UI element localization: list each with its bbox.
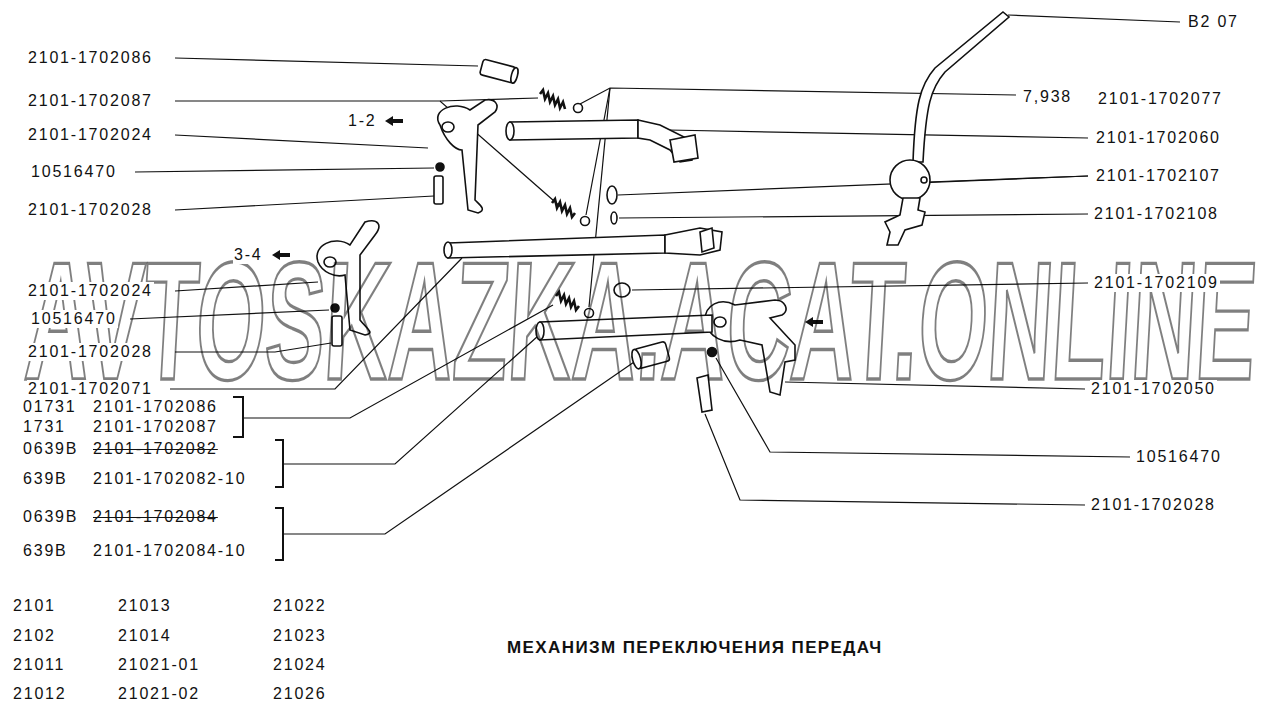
model-code: 21024 bbox=[272, 656, 328, 674]
model-code: 2102 bbox=[12, 627, 57, 645]
leader-line bbox=[618, 176, 1088, 195]
catalog-code: 1731 bbox=[22, 418, 67, 436]
spring bbox=[540, 90, 565, 109]
shift-fork bbox=[438, 100, 497, 213]
gear-lever bbox=[913, 12, 1009, 162]
part-number: 2101-1702082 bbox=[92, 440, 219, 458]
direction-arrow bbox=[385, 116, 403, 126]
leader-line bbox=[175, 135, 428, 148]
leader-line bbox=[668, 130, 1088, 138]
catalog-code: 01731 bbox=[22, 398, 78, 416]
part-number: 2101-1702028 bbox=[27, 201, 154, 219]
ball bbox=[581, 217, 590, 226]
part-number: 2101-1702087 bbox=[92, 418, 219, 436]
part-number: 2101-1702060 bbox=[1095, 129, 1222, 147]
catalog-code: 0639B bbox=[22, 440, 79, 458]
pin bbox=[480, 59, 520, 84]
spring bbox=[552, 199, 575, 217]
part-number: 2101-1702082-10 bbox=[92, 470, 247, 488]
gear-label: 3-4 bbox=[233, 246, 264, 264]
part-number: 2101-1702084-10 bbox=[92, 542, 247, 560]
shift-rod bbox=[510, 120, 638, 140]
model-code: 21022 bbox=[272, 597, 328, 615]
pin-end bbox=[509, 67, 519, 84]
part-number: 2101-1702028 bbox=[1090, 496, 1217, 514]
part-number: 2101-1702086 bbox=[92, 398, 219, 416]
rod-head bbox=[670, 135, 698, 162]
catalog-code: 0639B bbox=[22, 508, 79, 526]
model-code: 21014 bbox=[117, 627, 173, 645]
part-number: 2101-1702109 bbox=[1093, 274, 1220, 292]
part-number: 2101-1702086 bbox=[27, 49, 154, 67]
lever-hole bbox=[921, 177, 927, 183]
leader-line bbox=[928, 176, 1088, 182]
catalog-code: 639B bbox=[22, 470, 69, 488]
ball bbox=[574, 104, 583, 113]
diagram-title: МЕХАНИЗМ ПЕРЕКЛЮЧЕНИЯ ПЕРЕДАЧ bbox=[507, 638, 883, 658]
leader-line bbox=[175, 101, 562, 208]
part-number: 2101-1702087 bbox=[27, 92, 154, 110]
model-code: 21011 bbox=[12, 656, 66, 674]
model-code: 21021-01 bbox=[117, 656, 201, 674]
leader-line bbox=[175, 58, 478, 66]
leader-line bbox=[619, 214, 1088, 218]
leader-line bbox=[580, 88, 1016, 104]
model-code: 21012 bbox=[12, 685, 68, 703]
part-number: B2 07 bbox=[1187, 13, 1240, 31]
part-number: 10516470 bbox=[1135, 448, 1223, 466]
part-number: 10516470 bbox=[30, 310, 118, 328]
bolt bbox=[434, 176, 443, 204]
gear-label: 1-2 bbox=[347, 112, 378, 130]
part-number: 2101-1702084 bbox=[92, 508, 219, 526]
part-number: 2101-1702107 bbox=[1095, 167, 1222, 185]
part-number: 10516470 bbox=[30, 163, 118, 181]
dimension: 7,938 bbox=[1022, 88, 1073, 106]
bracket bbox=[275, 440, 283, 487]
part-number: 2101-1702028 bbox=[27, 343, 154, 361]
watermark: AVTOSKAZKA.ACAT.ONLINE bbox=[21, 238, 1260, 406]
bushing bbox=[607, 186, 617, 204]
leader-line bbox=[705, 414, 1085, 505]
bracket bbox=[275, 508, 283, 560]
part-number: 2101-1702108 bbox=[1093, 205, 1220, 223]
catalog-code: 639B bbox=[22, 542, 69, 560]
nut bbox=[436, 163, 444, 171]
fork-hole bbox=[442, 122, 454, 132]
part-number: 2101-1702077 bbox=[1097, 90, 1224, 108]
leader-line bbox=[175, 196, 434, 210]
leader-line bbox=[1008, 15, 1180, 22]
part-number: 2101-1702050 bbox=[1090, 380, 1217, 398]
model-code: 21026 bbox=[272, 685, 328, 703]
part-number: 2101-1702024 bbox=[27, 282, 154, 300]
model-code: 2101 bbox=[12, 597, 57, 615]
part-number: 2101-1702024 bbox=[27, 126, 154, 144]
part-number: 2101-1702071 bbox=[27, 380, 154, 398]
model-code: 21021-02 bbox=[117, 685, 201, 703]
model-code: 21013 bbox=[117, 597, 173, 615]
rod-end bbox=[506, 122, 514, 140]
leader-line bbox=[135, 168, 434, 172]
model-code: 21023 bbox=[272, 627, 328, 645]
bushing bbox=[611, 212, 617, 224]
lever-ball bbox=[890, 160, 930, 200]
